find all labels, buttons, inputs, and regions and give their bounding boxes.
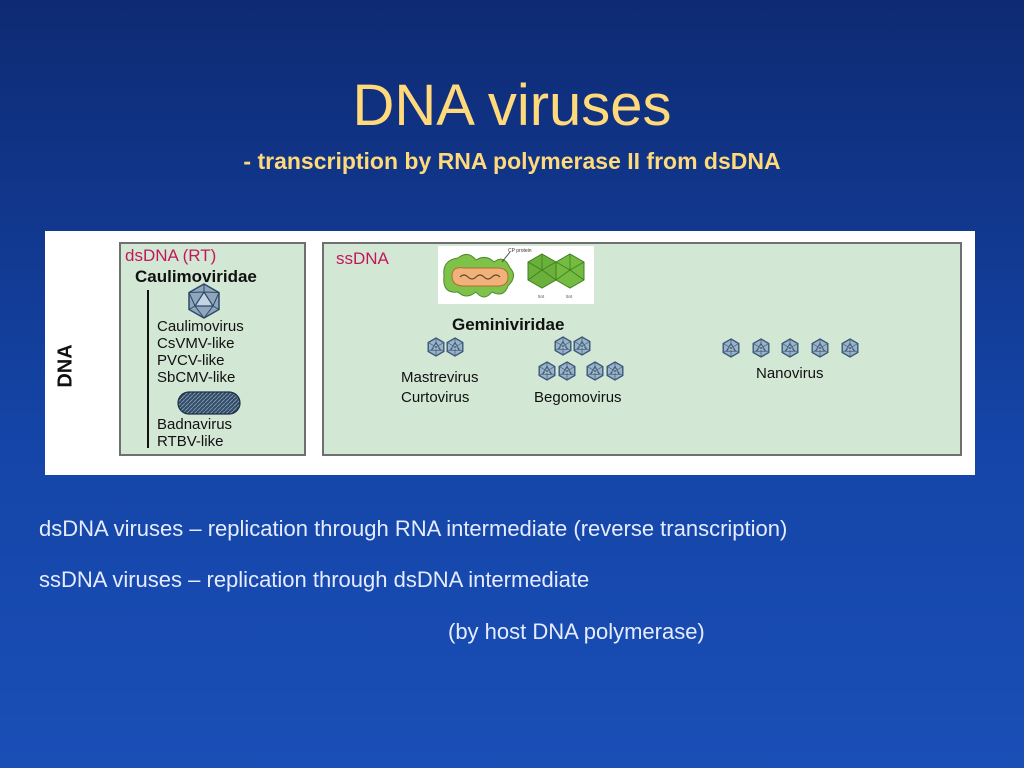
- slide-title: DNA viruses: [352, 73, 672, 138]
- dsdna-rt-title: dsDNA (RT): [125, 246, 217, 265]
- genus-name: Badnavirus: [157, 416, 233, 433]
- geminate-particle-icon: [554, 336, 572, 356]
- genus-name: SbCMV-like: [157, 369, 236, 386]
- nanovirus-particle-icon: [811, 338, 829, 358]
- caulimoviridae-label: Caulimoviridae: [135, 267, 257, 286]
- geminate-particle-illustration: CP protein 5nt 5nt: [438, 246, 594, 304]
- genus-list-caulimovirus: Caulimovirus CsVMV-like PVCV-like SbCMV-…: [157, 318, 244, 386]
- dsdna-rt-panel: [119, 242, 306, 456]
- note-dsdna: dsDNA viruses – replication through RNA …: [39, 516, 788, 541]
- slide-subtitle: - transcription by RNA polymerase II fro…: [243, 148, 781, 174]
- genus-name: PVCV-like: [157, 352, 225, 369]
- em-sublabel: 5nt: [566, 294, 573, 299]
- nanovirus-particle-icon: [752, 338, 770, 358]
- geminate-particle-icon: [558, 361, 576, 381]
- genus-list-badnavirus: Badnavirus RTBV-like: [157, 416, 232, 450]
- icosahedron-icon: [188, 283, 220, 319]
- genus-list-mastrevirus: Mastrevirus Curtovirus: [401, 369, 479, 406]
- dna-side-label: DNA: [54, 344, 77, 388]
- note-ssdna: ssDNA viruses – replication through dsDN…: [39, 567, 590, 592]
- genus-name: CsVMV-like: [157, 335, 235, 352]
- genus-name: Mastrevirus: [401, 369, 479, 386]
- geminate-particle-icon: [573, 336, 591, 356]
- ssdna-panel: [322, 242, 962, 456]
- genus-name: Caulimovirus: [157, 318, 244, 335]
- nanovirus-particle-icon: [781, 338, 799, 358]
- genus-bracket-line: [147, 290, 149, 448]
- em-callout-label: CP protein: [508, 248, 532, 254]
- geminate-particle-icon: [586, 361, 604, 381]
- genus-name: RTBV-like: [157, 433, 224, 450]
- geminate-particle-icon: [606, 361, 624, 381]
- geminiviridae-label: Geminiviridae: [452, 315, 565, 334]
- genus-name: Curtovirus: [401, 389, 470, 406]
- nanovirus-particle-icon: [722, 338, 740, 358]
- geminate-particle-icon: [427, 337, 445, 357]
- geminate-particle-icon: [538, 361, 556, 381]
- bacilliform-virion-icon: [177, 391, 241, 415]
- note-host-polymerase: (by host DNA polymerase): [448, 619, 705, 644]
- ssdna-title: ssDNA: [336, 249, 389, 268]
- genus-nanovirus: Nanovirus: [756, 365, 824, 382]
- em-sublabel: 5nt: [538, 294, 545, 299]
- genus-begomovirus: Begomovirus: [534, 389, 622, 406]
- nanovirus-particle-icon: [841, 338, 859, 358]
- geminate-particle-icon: [446, 337, 464, 357]
